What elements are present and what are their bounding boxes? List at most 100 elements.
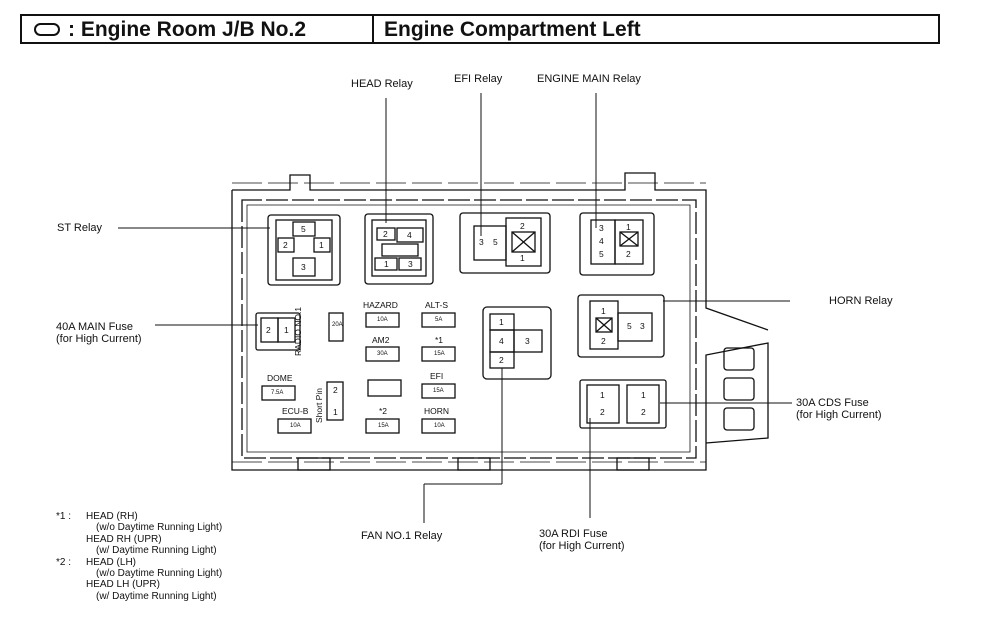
ecub-fuse-amp: 10A [290,423,301,429]
pin-number: 2 [283,240,288,250]
pin-number: 3 [599,223,604,233]
pin-number: 2 [641,407,646,417]
radio-fuse-label: RADIO NO.1 [293,306,303,356]
pin-number: 1 [284,325,289,335]
footnotes: *1 : HEAD (RH) (w/o Daytime Running Ligh… [56,511,222,602]
alts-fuse-slot [421,312,456,328]
efi-fuse-label: EFI [430,371,444,381]
pin-number: 1 [626,222,631,232]
footnote-line: (w/o Daytime Running Light) [96,568,223,580]
hazard-fuse-label: HAZARD [363,300,398,310]
pin-number: 1 [384,259,389,269]
pin-number: 3 [301,262,306,272]
horn-fuse-amp: 10A [434,423,445,429]
pin-number: 3 [408,259,413,269]
rdi-fuse-label: 30A RDI Fuse [539,528,608,540]
pin-number: 1 [601,306,606,316]
pin-number: 3 [479,237,484,247]
footnote-line: (w/ Daytime Running Light) [96,590,217,602]
horn-relay-housing [577,294,665,358]
housing-tab [297,457,331,471]
footnote-line: HEAD RH (UPR) [86,533,162,545]
pin-number: 2 [333,385,338,395]
housing-outline [231,172,769,471]
rdi-cds-fuse-housing [579,379,667,429]
dome-fuse-label: DOME [267,373,293,383]
housing-tab [616,457,650,471]
pin-number: 3 [525,336,530,346]
footnote-marker: *2 : [56,556,72,568]
ecub-fuse-label: ECU-B [282,406,309,416]
horn-fuse-slot [421,418,456,434]
pin-number: 2 [499,355,504,365]
head-relay-body [371,219,427,277]
spare-fuse-slot [367,379,402,397]
footnote-line: HEAD (LH) [86,556,137,568]
connector-oval-icon [34,23,60,36]
short-pin-label: Short Pin [314,388,324,423]
pin-number: 2 [520,221,525,231]
header-box: : Engine Room J/B No.2 Engine Compartmen… [20,14,940,44]
dome-fuse-slot [261,385,296,401]
st-relay-body [275,219,333,281]
pin-number: 1 [319,240,324,250]
efi-fuse-amp: 15A [433,388,444,394]
housing-inner [241,199,697,459]
star1-fuse-label: *1 [435,335,444,345]
ecub-fuse-slot [277,418,312,434]
pin-number: 1 [333,407,338,417]
leader-lines [118,93,792,523]
housing-tab [457,457,491,471]
pin-number: 3 [640,321,645,331]
pin-number: 5 [627,321,632,331]
radio-fuse-slot [328,312,344,342]
efi-fuse-slot [421,383,456,399]
star1-fuse-amp: 15A [434,351,445,357]
pin-number: 5 [599,249,604,259]
engine-main-relay-label: ENGINE MAIN Relay [537,73,641,85]
pin-number: 2 [383,229,388,239]
pin-number: 2 [626,249,631,259]
am2-fuse-amp: 30A [377,351,388,357]
efi-relay-label: EFI Relay [454,73,503,85]
main-fuse-sublabel: (for High Current) [56,333,142,345]
cds-fuse [626,384,660,424]
side-socket [723,347,755,371]
hazard-fuse-amp: 10A [377,317,388,323]
star2-fuse-slot [365,418,400,434]
page-title: : Engine Room J/B No.2 [68,18,307,41]
fan-relay-label: FAN NO.1 Relay [361,530,443,542]
horn-fuse-label: HORN [424,406,450,416]
star2-fuse-amp: 15A [378,423,389,429]
page-subtitle: Engine Compartment Left [384,18,641,41]
footnote-2: *2 : HEAD (LH) [56,557,222,568]
side-socket [723,377,755,401]
pin-number: 4 [599,236,604,246]
rdi-fuse [586,384,620,424]
radio-fuse-amp: 20A [332,322,343,328]
pin-number: 1 [520,253,525,263]
dome-fuse-amp: 7.5A [271,390,284,396]
main-fuse-housing [255,312,301,351]
short-pin-slot [326,381,344,421]
rdi-fuse-sublabel: (for High Current) [539,540,625,552]
alts-fuse-amp: 5A [435,317,443,323]
alts-fuse-label: ALT-S [425,300,448,310]
housing-rib [246,204,691,453]
pin-number: 4 [499,336,504,346]
horn-relay-label: HORN Relay [829,295,893,307]
pin-number: 1 [641,390,646,400]
cds-fuse-sublabel: (for High Current) [796,409,882,421]
efi-relay-housing [459,212,551,274]
footnote-marker: *1 : [56,511,72,522]
star2-fuse-label: *2 [379,406,388,416]
footnote-line: (w/ Daytime Running Light) [96,545,217,557]
pin-number: 4 [407,230,412,240]
pin-number: 5 [493,237,498,247]
footnote-line: HEAD LH (UPR) [86,579,160,591]
star1-fuse-slot [421,346,456,362]
st-relay-label: ST Relay [57,222,103,234]
pin-number: 1 [600,390,605,400]
am2-fuse-label: AM2 [372,335,390,345]
